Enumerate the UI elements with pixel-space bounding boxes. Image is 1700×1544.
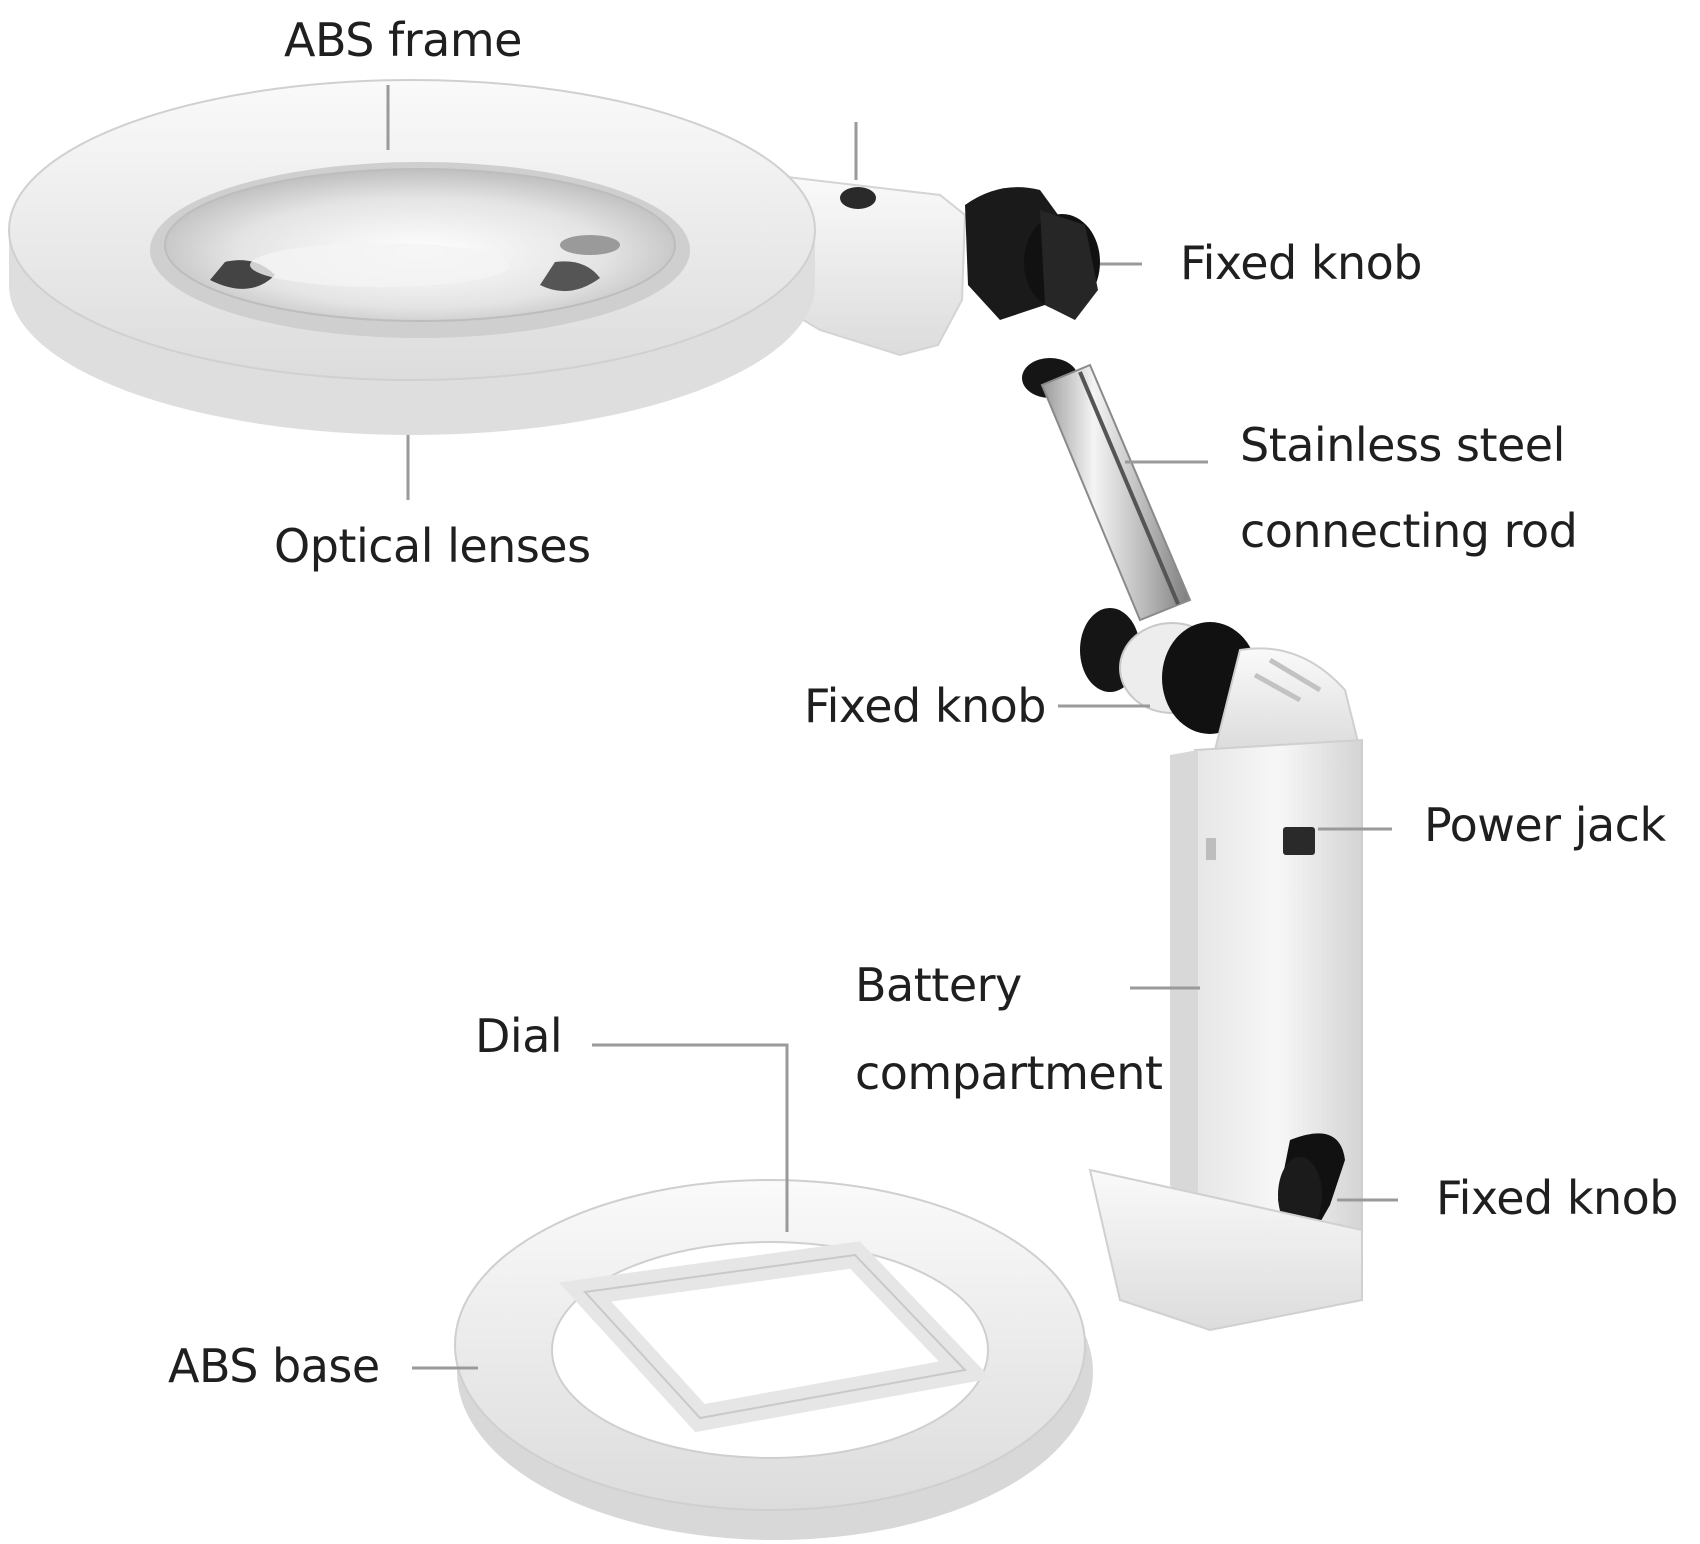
label-battery-line1: Battery [855, 958, 1022, 1012]
leader-dial [592, 1043, 789, 1232]
lower-hinge [1080, 608, 1362, 751]
support-column [1170, 738, 1363, 1241]
magnifier-head [8, 79, 967, 435]
steel-rod [1040, 363, 1192, 622]
label-dial: Dial [475, 1009, 563, 1063]
label-fixed-knob-bottom: Fixed knob [1436, 1171, 1678, 1225]
head-button [840, 187, 876, 209]
label-fixed-knob-middle: Fixed knob [804, 679, 1046, 733]
label-battery-line2: compartment [855, 1046, 1163, 1100]
label-power-jack: Power jack [1424, 798, 1666, 852]
label-abs-base: ABS base [168, 1339, 380, 1393]
label-optical-lenses: Optical lenses [274, 519, 591, 573]
abs-base [454, 1168, 1363, 1540]
label-rod-line1: Stainless steel [1240, 418, 1565, 472]
leader-lines [386, 85, 1398, 1370]
label-fixed-knob-top: Fixed knob [1180, 236, 1422, 290]
label-abs-frame: ABS frame [284, 13, 522, 67]
label-rod-line2: connecting rod [1240, 504, 1578, 558]
upper-hinge [965, 187, 1100, 398]
power-jack-socket [1283, 827, 1315, 855]
